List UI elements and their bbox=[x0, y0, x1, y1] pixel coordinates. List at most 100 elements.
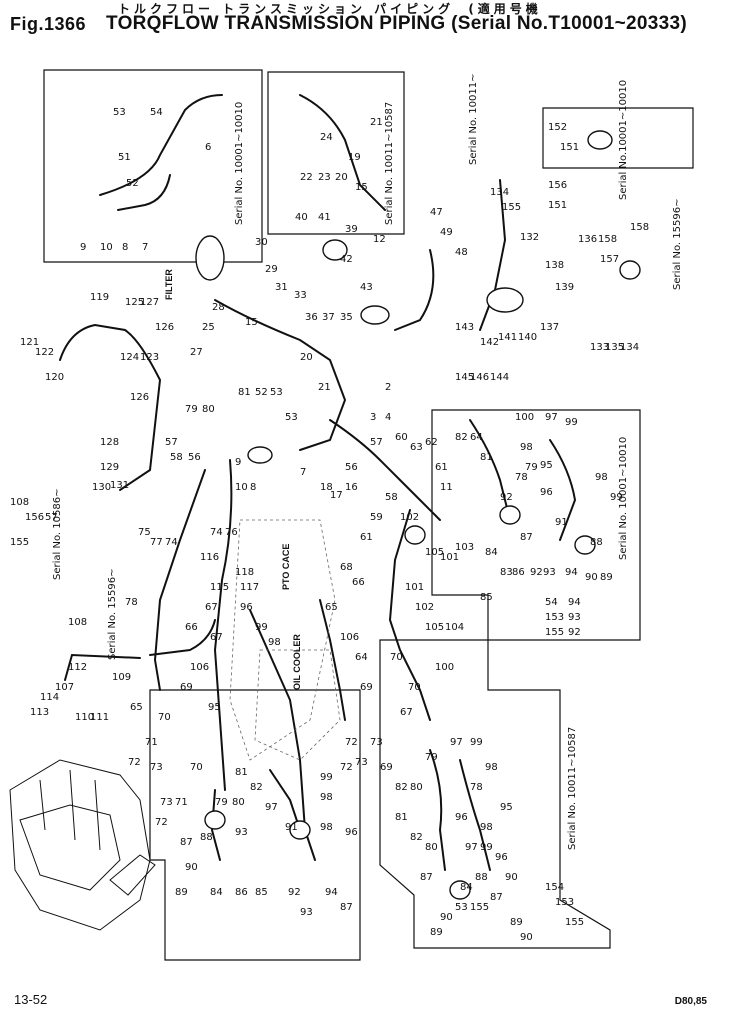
callout-42: 42 bbox=[340, 254, 353, 265]
callout-69b: 69 bbox=[180, 682, 193, 693]
callout-93: 93 bbox=[543, 567, 556, 578]
callout-67b: 67 bbox=[205, 602, 218, 613]
callout-20b: 20 bbox=[300, 352, 313, 363]
callout-91b: 91 bbox=[285, 822, 298, 833]
callout-79b: 79 bbox=[525, 462, 538, 473]
serial-note-e: Serial No. 15596~ bbox=[672, 199, 683, 290]
callout-33: 33 bbox=[294, 290, 307, 301]
callout-72b: 72 bbox=[155, 817, 168, 828]
callout-61: 61 bbox=[435, 462, 448, 473]
callout-90d: 90 bbox=[440, 912, 453, 923]
callout-78b: 78 bbox=[515, 472, 528, 483]
callout-80b: 80 bbox=[232, 797, 245, 808]
callout-155c: 155 bbox=[470, 902, 489, 913]
callout-146: 146 bbox=[470, 372, 489, 383]
callout-89c: 89 bbox=[430, 927, 443, 938]
callout-28: 28 bbox=[212, 302, 225, 313]
callout-97c: 97 bbox=[450, 737, 463, 748]
callout-98e: 98 bbox=[320, 822, 333, 833]
callout-15: 15 bbox=[355, 182, 368, 193]
callout-88c: 88 bbox=[475, 872, 488, 883]
callout-145: 145 bbox=[455, 372, 474, 383]
callout-69: 69 bbox=[360, 682, 373, 693]
callout-151: 151 bbox=[548, 200, 567, 211]
callout-95c: 95 bbox=[500, 802, 513, 813]
page-number: 13-52 bbox=[14, 992, 48, 1007]
annotations: FILTER PTO CACE OIL COOLER Serial No. 10… bbox=[52, 74, 683, 850]
callout-95: 95 bbox=[540, 460, 553, 471]
callout-123: 123 bbox=[140, 352, 159, 363]
callout-92b: 92 bbox=[530, 567, 543, 578]
callout-106: 106 bbox=[340, 632, 359, 643]
callout-82: 82 bbox=[455, 432, 468, 443]
pipe-right-b bbox=[388, 509, 431, 721]
housing-outlines bbox=[229, 519, 341, 761]
callout-119: 119 bbox=[90, 292, 109, 303]
callout-65b: 65 bbox=[130, 702, 143, 713]
callout-62: 62 bbox=[425, 437, 438, 448]
callout-6: 6 bbox=[205, 142, 211, 153]
callout-96b: 96 bbox=[240, 602, 253, 613]
callout-78: 78 bbox=[125, 597, 138, 608]
callout-133: 133 bbox=[590, 342, 609, 353]
pipe-left-upper bbox=[59, 323, 162, 491]
callout-36: 36 bbox=[305, 312, 318, 323]
callout-122: 122 bbox=[35, 347, 54, 358]
serial-note-a: Serial No. 10001~10010 bbox=[234, 102, 245, 225]
callout-66: 66 bbox=[352, 577, 365, 588]
callout-111: 111 bbox=[90, 712, 109, 723]
callout-93b: 93 bbox=[568, 612, 581, 623]
callout-110: 110 bbox=[75, 712, 94, 723]
callout-21: 21 bbox=[370, 117, 383, 128]
callout-96e: 96 bbox=[495, 852, 508, 863]
callout-75: 75 bbox=[138, 527, 151, 538]
callout-85: 85 bbox=[480, 592, 493, 603]
callout-93c: 93 bbox=[235, 827, 248, 838]
callout-4: 4 bbox=[385, 412, 391, 423]
callout-labels: 53 54 51 52 9 10 8 7 6 22 23 24 20 19 21… bbox=[10, 107, 649, 943]
callout-156: 156 bbox=[548, 180, 567, 191]
inset-box-b bbox=[267, 71, 405, 235]
callout-43: 43 bbox=[360, 282, 373, 293]
callout-89d: 89 bbox=[510, 917, 523, 928]
callout-73d: 73 bbox=[370, 737, 383, 748]
callout-87d: 87 bbox=[420, 872, 433, 883]
callout-87e: 87 bbox=[490, 892, 503, 903]
callout-20: 20 bbox=[335, 172, 348, 183]
callout-15b: 15 bbox=[245, 317, 258, 328]
callout-67c: 67 bbox=[210, 632, 223, 643]
callout-91: 91 bbox=[555, 517, 568, 528]
serial-note-i: Serial No. 15596~ bbox=[107, 569, 118, 660]
callout-53c: 53 bbox=[285, 412, 298, 423]
callout-108: 108 bbox=[10, 497, 29, 508]
callout-18: 18 bbox=[320, 482, 333, 493]
callout-68: 68 bbox=[340, 562, 353, 573]
model-code: D80,85 bbox=[674, 996, 707, 1007]
callout-92d: 92 bbox=[288, 887, 301, 898]
callout-105b: 105 bbox=[425, 622, 444, 633]
callout-139: 139 bbox=[555, 282, 574, 293]
callout-128: 128 bbox=[100, 437, 119, 448]
callout-70d: 70 bbox=[190, 762, 203, 773]
callout-143: 143 bbox=[455, 322, 474, 333]
callout-84b: 84 bbox=[210, 887, 223, 898]
callout-79: 79 bbox=[185, 404, 198, 415]
callout-86b: 86 bbox=[235, 887, 248, 898]
callout-89b: 89 bbox=[175, 887, 188, 898]
pipe-right-a bbox=[329, 419, 441, 521]
serial-note-h: Serial No. 10011~10587 bbox=[567, 727, 578, 850]
callout-66b: 66 bbox=[185, 622, 198, 633]
callout-29: 29 bbox=[265, 264, 278, 275]
callout-54: 54 bbox=[150, 107, 163, 118]
callout-57b: 57 bbox=[165, 437, 178, 448]
callout-73c: 73 bbox=[355, 757, 368, 768]
callout-73: 73 bbox=[150, 762, 163, 773]
callout-8b: 8 bbox=[250, 482, 256, 493]
callout-141: 141 bbox=[498, 332, 517, 343]
callout-96: 96 bbox=[540, 487, 553, 498]
callout-48: 48 bbox=[455, 247, 468, 258]
callout-60: 60 bbox=[395, 432, 408, 443]
callout-97d: 97 bbox=[465, 842, 478, 853]
callout-99b: 99 bbox=[610, 492, 623, 503]
